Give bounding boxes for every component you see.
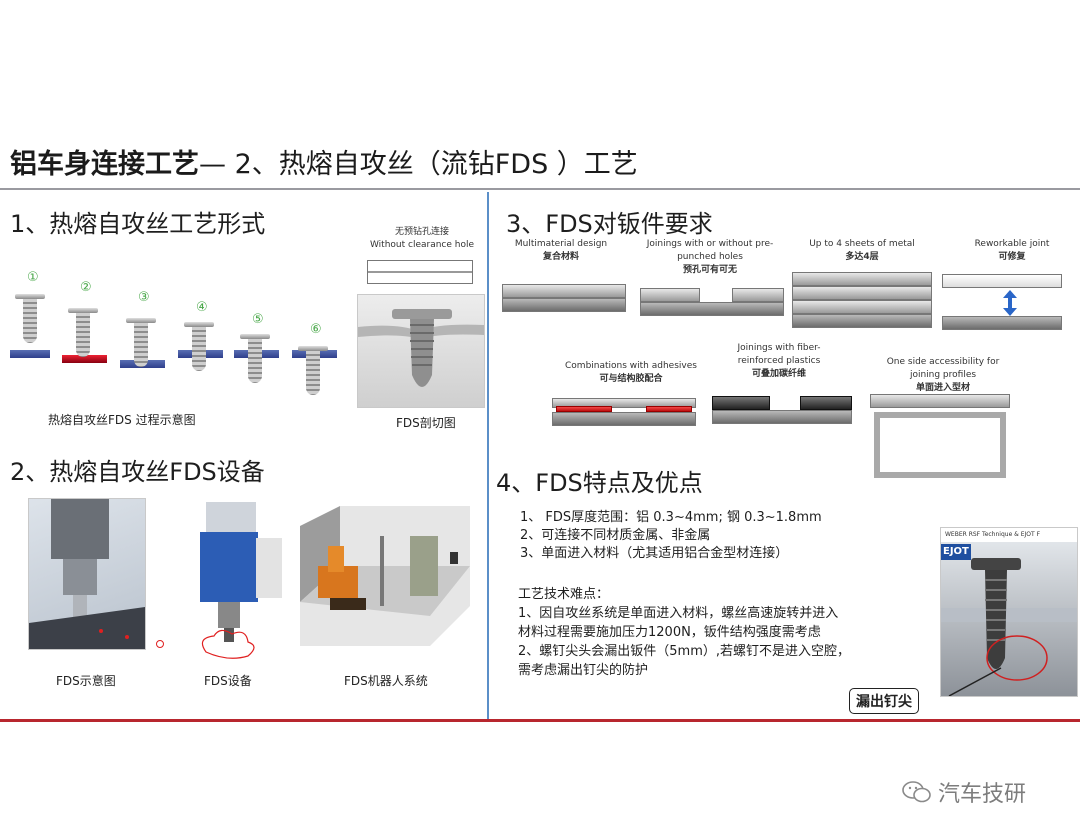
step-2-label: ② (80, 280, 92, 295)
section2-heading: 2、热熔自攻丝FDS设备 (10, 458, 265, 486)
robot-caption: FDS机器人系统 (344, 674, 428, 688)
section1-heading: 1、热熔自攻丝工艺形式 (10, 210, 266, 238)
step-4-label: ④ (196, 300, 208, 315)
req-multimaterial: Multimaterial design 复合材料 (500, 238, 622, 264)
title-main: 铝车身连接工艺 (10, 149, 199, 180)
sheet-bar (502, 298, 626, 312)
fds-equipment-photo (186, 492, 290, 664)
leak-tip-label: 漏出钉尖 (849, 688, 919, 714)
photo-brand: WEBER RSF Technique & EJOT F (941, 528, 1077, 542)
step-3-label: ③ (138, 290, 150, 305)
difficulty-line: 材料过程需要施加压力1200N，钣件结构强度需考虑 (518, 625, 821, 640)
fiber-bar (712, 396, 770, 410)
difficulty-line: 2、螺钉尖头会漏出钣件（5mm）,若螺钉不是进入空腔， (518, 644, 851, 659)
sheet-bar (792, 286, 932, 300)
feature-item: 1、 FDS厚度范围：铝 0.3~4mm; 钢 0.3~1.8mm (520, 510, 822, 525)
sheet-bar (552, 412, 696, 426)
req-four-sheets-cn: 多达4层 (845, 252, 879, 262)
sheet-bar (712, 410, 852, 424)
step-5-label: ⑤ (252, 312, 264, 327)
step-1-label: ① (27, 270, 39, 285)
sheet-bar (942, 316, 1062, 330)
page-title: 铝车身连接工艺— 2、热熔自攻丝（流钻FDS ）工艺 (10, 142, 638, 181)
leak-tip-photo: WEBER RSF Technique & EJOT F EJOT (940, 527, 1078, 697)
req-one-side-cn: 单面进入型材 (915, 383, 970, 393)
adhesive-bar (556, 406, 612, 412)
photo-logo: EJOT (941, 544, 971, 560)
sheet-bar (502, 284, 626, 298)
rework-arrow-icon (1003, 290, 1017, 316)
req-fiber: Joinings with fiber- reinforced plastics… (714, 342, 844, 381)
req-fiber-en2: reinforced plastics (737, 356, 821, 366)
sheet-bar (942, 274, 1062, 288)
feature-item: 3、单面进入材料（尤其适用铝合金型材连接） (520, 546, 789, 561)
clearance-sheets (367, 260, 473, 284)
fds-process-diagram: ① ② ③ ④ ⑤ ⑥ (0, 270, 350, 410)
sheet-bar (640, 302, 784, 316)
difficulty-line: 需考虑漏出钉尖的防护 (518, 663, 649, 678)
clearance-en: Without clearance hole (369, 240, 475, 250)
req-multimaterial-en: Multimaterial design (514, 239, 608, 249)
req-fiber-cn: 可叠加碳纤维 (751, 369, 806, 379)
req-adhesives: Combinations with adhesives 可与结构胶配合 (552, 360, 710, 386)
sheet-bar (792, 314, 932, 328)
title-divider (0, 188, 1080, 190)
section3-heading: 3、FDS对钣件要求 (506, 210, 713, 238)
req-prepunched-cn: 预孔可有可无 (682, 265, 737, 275)
profile-box (874, 412, 1006, 478)
sheet-bar (640, 288, 700, 302)
req-adhesives-en: Combinations with adhesives (565, 361, 697, 371)
fds-robot-system-photo (300, 506, 470, 646)
difficulty-title: 工艺技术难点： (518, 587, 610, 602)
sheet-bar (552, 398, 696, 408)
marker-circle (156, 640, 164, 648)
equipment-caption: FDS设备 (204, 674, 252, 688)
watermark-text: 汽车技研 (938, 782, 1027, 807)
schematic-caption: FDS示意图 (56, 674, 116, 688)
step-6-label: ⑥ (310, 322, 322, 337)
req-one-side-en: One side accessibility for (886, 357, 1000, 367)
req-fiber-en: Joinings with fiber- (737, 343, 821, 353)
footer-divider (0, 719, 1080, 722)
wechat-icon (902, 781, 931, 803)
difficulty-list: 工艺技术难点： 1、因自攻丝系统是单面进入材料，螺丝高速旋转并进入 材料过程需要… (518, 585, 850, 680)
req-multimaterial-cn: 复合材料 (542, 252, 579, 262)
req-prepunched-en: Joinings with or without pre- (646, 239, 774, 249)
req-one-side-en2: joining profiles (909, 370, 977, 380)
req-reworkable: Reworkable joint 可修复 (950, 238, 1074, 264)
section4-heading: 4、FDS特点及优点 (496, 469, 703, 497)
sheet-bar (870, 394, 1010, 408)
watermark: 汽车技研 (902, 776, 1026, 808)
feature-list: 1、 FDS厚度范围：铝 0.3~4mm; 钢 0.3~1.8mm 2、可连接不… (520, 509, 822, 563)
req-adhesives-cn: 可与结构胶配合 (599, 374, 663, 384)
clearance-label: 无预钻孔连接 Without clearance hole (362, 226, 482, 252)
req-one-side: One side accessibility for joining profi… (870, 356, 1016, 395)
fiber-bar (800, 396, 852, 410)
feature-item: 2、可连接不同材质金属、非金属 (520, 528, 711, 543)
req-four-sheets: Up to 4 sheets of metal 多达4层 (798, 238, 926, 264)
process-caption: 热熔自攻丝FDS 过程示意图 (48, 413, 196, 427)
sheet-bar (732, 288, 784, 302)
fds-cutaway-photo (357, 294, 485, 408)
adhesive-bar (646, 406, 692, 412)
req-reworkable-en: Reworkable joint (974, 239, 1050, 249)
title-sub: — 2、热熔自攻丝（流钻FDS ）工艺 (199, 149, 638, 180)
difficulty-line: 1、因自攻丝系统是单面进入材料，螺丝高速旋转并进入 (518, 606, 839, 621)
clearance-cn: 无预钻孔连接 (394, 227, 449, 237)
req-prepunched-en2: punched holes (677, 252, 743, 262)
cut-caption: FDS剖切图 (396, 416, 456, 430)
req-prepunched: Joinings with or without pre- punched ho… (632, 238, 788, 277)
req-four-sheets-en: Up to 4 sheets of metal (809, 239, 915, 249)
sheet-bar (792, 272, 932, 286)
req-reworkable-cn: 可修复 (998, 252, 1026, 262)
fds-schematic-photo (28, 498, 146, 650)
sheet-bar (792, 300, 932, 314)
center-divider (487, 192, 489, 719)
